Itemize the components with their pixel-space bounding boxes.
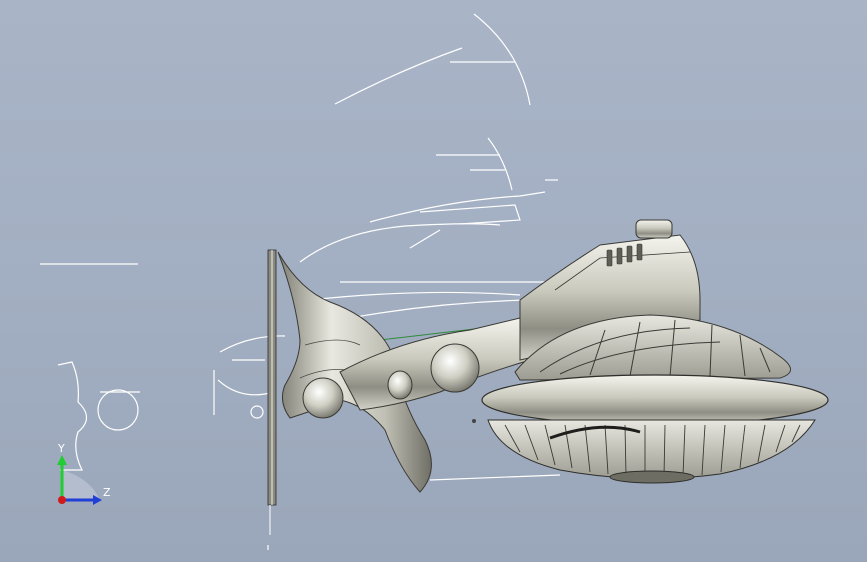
control-knob[interactable] xyxy=(635,219,673,239)
clip-plate[interactable] xyxy=(267,249,277,535)
fan-arm[interactable] xyxy=(339,317,531,411)
fan-hub xyxy=(609,470,695,484)
vent-slots xyxy=(606,243,643,267)
z-axis-arrow xyxy=(93,495,102,505)
y-axis-arrow xyxy=(57,455,67,465)
point-marker xyxy=(472,419,476,423)
front-grille[interactable] xyxy=(481,374,829,484)
orientation-triad[interactable]: Y Z xyxy=(57,442,111,505)
sketch-lines xyxy=(40,13,561,550)
triad-origin xyxy=(58,496,66,504)
y-axis-label: Y xyxy=(57,442,65,455)
z-axis-label: Z xyxy=(103,486,111,499)
rear-cage xyxy=(514,314,791,381)
